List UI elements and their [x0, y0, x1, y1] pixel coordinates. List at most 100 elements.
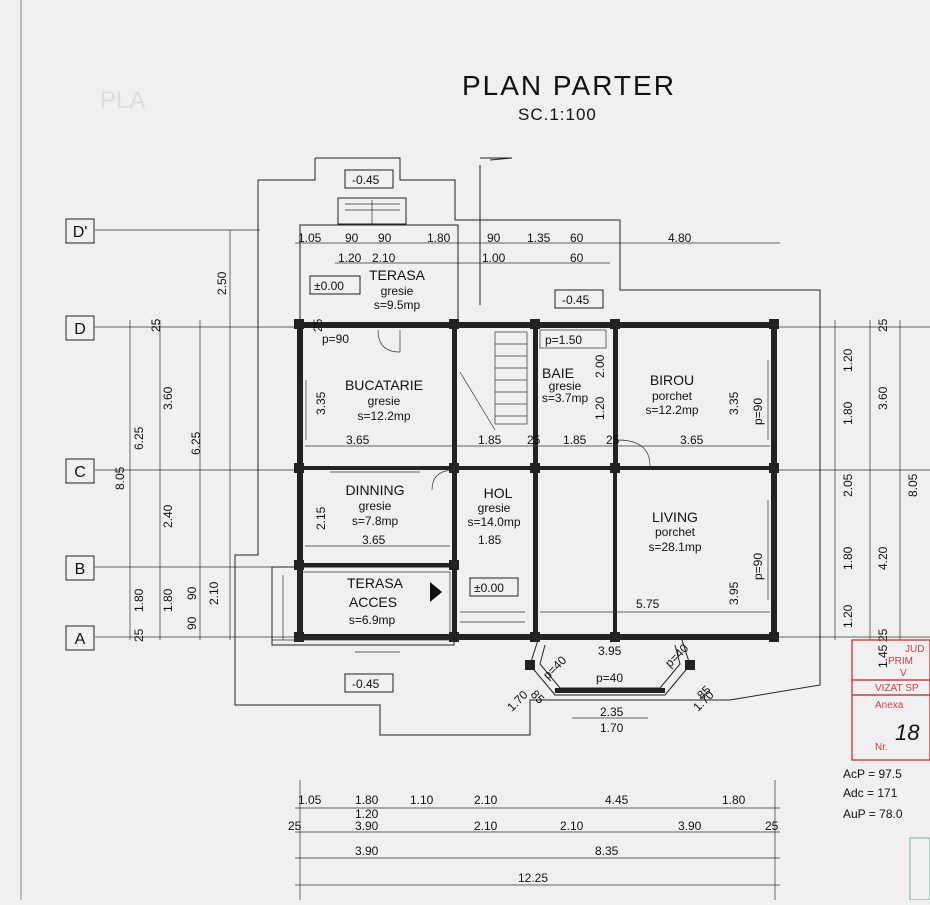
site-outline [234, 157, 821, 736]
room-hol-area: s=14.0mp [467, 515, 520, 529]
room-baie-name: BAIE [542, 365, 574, 381]
room-dinning-name: DINNING [345, 482, 404, 498]
room-terasa-name: TERASA [369, 267, 426, 283]
dim-right-4: 8.05 [906, 473, 920, 497]
dim-left-0: 2.50 [215, 271, 229, 295]
dim-inner-17: 1.70 [504, 687, 531, 714]
level-terrace: ±0.00 [314, 279, 344, 293]
dim-inner-14: 2.35 [600, 705, 624, 719]
dim-top-3: 1.80 [427, 231, 451, 245]
door-label-bay-a: p=40 [540, 653, 569, 682]
room-baie-area: s=3.7mp [542, 391, 589, 405]
axis-box-c [65, 458, 95, 484]
dim-left-2: 6.25 [132, 426, 146, 450]
room-baie-finish: gresie [549, 379, 582, 393]
dim-inner-1: 1.85 [478, 433, 502, 447]
dim-right-6: 4.20 [876, 546, 890, 570]
level-right: -0.45 [562, 293, 590, 307]
dim-inner-3: 1.85 [563, 433, 587, 447]
room-terasa-finish: gresie [381, 284, 414, 298]
windows [299, 360, 775, 600]
dim-bottom1-2: 1.10 [410, 793, 434, 807]
doors [377, 329, 651, 491]
dim-inner-20: 1.20 [593, 396, 607, 420]
dim-bottom1-4: 4.45 [605, 793, 629, 807]
room-birou-area: s=12.2mp [645, 403, 698, 417]
dim-bottom2-2: 3.90 [355, 819, 379, 833]
room-bucatarie-area: s=12.2mp [357, 409, 410, 423]
dim-top-5: 1.35 [527, 231, 551, 245]
summary-aup: AuP = 78.0 [843, 807, 903, 821]
dim-bottom2-0: 25 [288, 819, 302, 833]
access-terrace [271, 566, 525, 653]
dim-bottom1-0: 1.05 [298, 793, 322, 807]
dim-right-2: 3.60 [876, 386, 890, 410]
room-birou-name: BIROU [650, 372, 694, 388]
dim-left-8: 90 [185, 616, 199, 630]
corner-box [909, 837, 930, 901]
axis-label-b: B [75, 561, 86, 578]
dim-inner-0: 3.65 [346, 433, 370, 447]
room-bucatarie-finish: gresie [368, 394, 401, 408]
dim-inner-13: 3.95 [598, 644, 622, 658]
room-terasa-acces-name2: ACCES [349, 594, 397, 610]
stamp-text-0: JUD [905, 644, 924, 655]
dim-top-6: 60 [570, 231, 584, 245]
summary-acp: AcP = 97.5 [843, 767, 902, 781]
dim-right-9: 25 [876, 318, 890, 332]
dim-inner-16: 85 [528, 687, 548, 707]
axis-label-d: D [74, 321, 86, 338]
approval-stamp: JUD PRIM V VIZAT SP Anexa Nr. 18 [851, 639, 930, 761]
dim-inner-4: 25 [606, 433, 620, 447]
axis-label-dprime: D' [73, 224, 88, 241]
room-terasa-area: s=9.5mp [374, 298, 421, 312]
dimensions-right: 1.20 1.80 3.60 2.05 8.05 1.80 4.20 1.20 … [834, 318, 920, 668]
dim-bottom1-5: 1.80 [722, 793, 746, 807]
axis-box-a [65, 625, 95, 651]
plan-scale: SC.1:100 [518, 105, 597, 124]
dim-inner-10: 1.85 [478, 533, 502, 547]
door-label-living: p=90 [751, 553, 765, 580]
dim-inner-21: 2.00 [593, 354, 607, 378]
dim-top-1: 90 [345, 231, 359, 245]
room-living-area: s=28.1mp [648, 540, 701, 554]
dim-top-4: 90 [487, 231, 501, 245]
axis-label-c: C [74, 464, 86, 481]
dimensions-bottom: 1.05 1.80 1.10 2.10 4.45 1.80 25 1.20 3.… [288, 780, 780, 900]
dim-bottom3-1: 8.35 [595, 844, 619, 858]
area-summary: AcP = 97.5 Adc = 171 AuP = 78.0 [843, 767, 903, 821]
entry-arrow-icon [430, 582, 442, 602]
dim-right-3: 2.05 [841, 473, 855, 497]
room-dinning-finish: gresie [359, 499, 392, 513]
dim-left-12: 25 [132, 628, 146, 642]
room-terasa-acces-name1: TERASA [347, 575, 404, 591]
dim-bottom2-4: 2.10 [560, 819, 584, 833]
dim-left-10: 2.10 [207, 581, 221, 605]
door-label-kitchen: p=90 [322, 332, 349, 346]
level-markers: -0.45 -0.45 -0.45 ±0.00 ±0.00 [309, 169, 604, 693]
dim-bottom4-0: 12.25 [518, 871, 548, 885]
stamp-text-3: VIZAT SP [875, 683, 919, 694]
door-label-birou: p=90 [751, 398, 765, 425]
dim-left-5: 2.40 [161, 504, 175, 528]
dim-bottom1-3: 2.10 [474, 793, 498, 807]
dim-left-11: 25 [149, 318, 163, 332]
dim-top2-3: 60 [570, 251, 584, 265]
dim-top2-1: 2.10 [372, 251, 396, 265]
stamp-number: 18 [895, 720, 920, 745]
dim-left-6: 1.80 [132, 588, 146, 612]
dim-left-3: 6.25 [189, 431, 203, 455]
summary-adc: Adc = 171 [843, 786, 898, 800]
room-hol-finish: gresie [478, 501, 511, 515]
level-bottom: -0.45 [352, 677, 380, 691]
room-labels: TERASA gresie s=9.5mp BUCATARIE gresie s… [345, 267, 702, 627]
ghost-text: PLA [100, 87, 145, 114]
room-terasa-acces-area: s=6.9mp [349, 613, 396, 627]
room-living-name: LIVING [652, 509, 698, 525]
dim-top-2: 90 [378, 231, 392, 245]
level-access: ±0.00 [474, 581, 504, 595]
axis-box-d [65, 315, 95, 341]
dim-top2-2: 1.00 [482, 251, 506, 265]
